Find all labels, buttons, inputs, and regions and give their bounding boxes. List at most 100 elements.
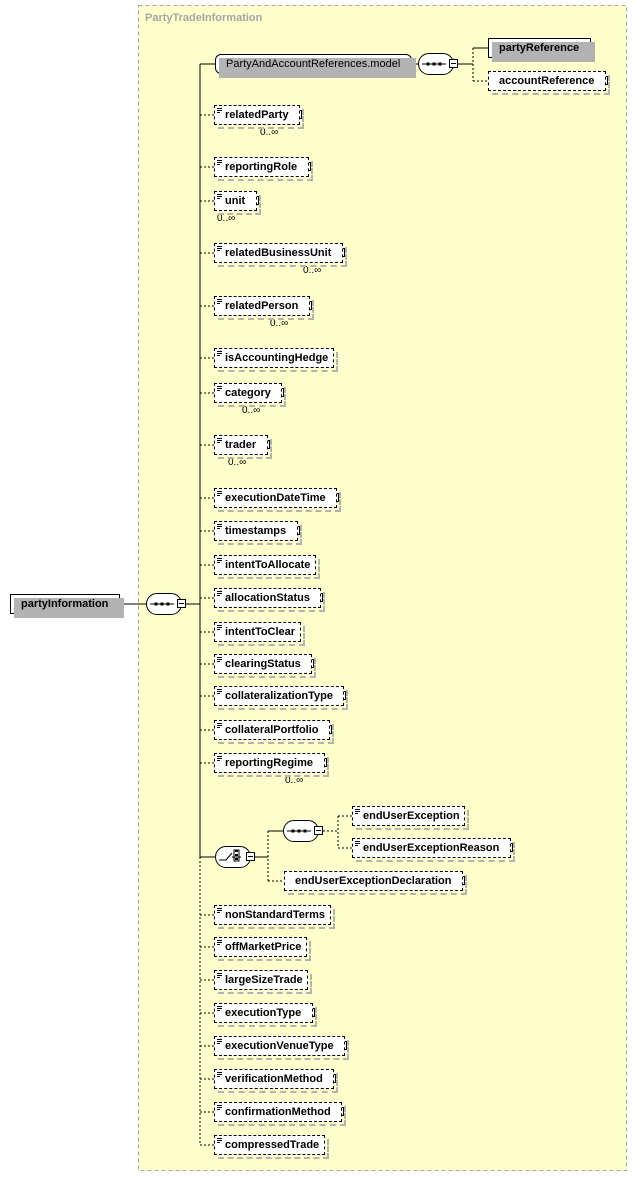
content-model-icon [355, 841, 360, 846]
node-shadow [218, 941, 311, 961]
content-model-icon [217, 558, 222, 563]
node-label: relatedParty [225, 109, 289, 121]
node-shadow [218, 626, 305, 646]
content-model-icon [217, 908, 222, 913]
node-shadow [218, 1040, 349, 1060]
element-allocation-status[interactable]: allocationStatus [214, 588, 325, 612]
node-shadow [218, 757, 329, 777]
collapse-icon[interactable] [314, 826, 323, 835]
element-reporting-regime[interactable]: reportingRegime [214, 753, 329, 777]
node-label: largeSizeTrade [225, 974, 303, 986]
element-related-person[interactable]: relatedPerson [214, 296, 314, 320]
node-shadow [218, 1139, 329, 1159]
node-label: confirmationMethod [225, 1106, 331, 1118]
node-shadow [218, 592, 325, 612]
node-shadow [356, 810, 469, 830]
element-execution-type[interactable]: executionType [214, 1003, 317, 1027]
node-shadow [218, 300, 314, 320]
node-label: partyInformation [21, 598, 109, 610]
node-label: relatedPerson [225, 300, 299, 312]
node-label: PartyAndAccountReferences.model [226, 58, 401, 70]
element-execution-date-time[interactable]: executionDateTime [214, 488, 341, 512]
content-model-icon [217, 1039, 222, 1044]
node-label: isAccountingHedge [225, 352, 329, 364]
node-label: category [225, 387, 271, 399]
collapse-icon[interactable] [246, 852, 255, 861]
content-model-icon [355, 809, 360, 814]
group-ref-party-and-account-references[interactable]: PartyAndAccountReferences.model [215, 54, 416, 78]
element-intent-to-clear[interactable]: intentToClear [214, 622, 305, 646]
element-is-accounting-hedge[interactable]: isAccountingHedge [214, 348, 338, 372]
element-account-reference[interactable]: accountReference [488, 71, 610, 95]
node-shadow [218, 525, 302, 545]
element-end-user-exception-reason[interactable]: endUserExceptionReason [352, 838, 515, 862]
root-element-party-information[interactable]: partyInformation [10, 594, 124, 618]
choice-compositor[interactable] [215, 846, 251, 868]
element-end-user-exception-declaration[interactable]: endUserExceptionDeclaration [284, 871, 467, 895]
occurrence-label: 0..∞ [217, 213, 236, 224]
node-label: timestamps [225, 525, 287, 537]
element-off-market-price[interactable]: offMarketPrice [214, 937, 311, 961]
choice-icon [219, 849, 241, 862]
node-shadow [218, 352, 338, 372]
node-label: clearingStatus [225, 658, 301, 670]
node-shadow [218, 161, 313, 181]
element-end-user-exception[interactable]: endUserException [352, 806, 469, 830]
node-label: unit [225, 195, 246, 207]
collapse-icon[interactable] [449, 59, 458, 68]
element-category[interactable]: category [214, 383, 286, 407]
element-collateralization-type[interactable]: collateralizationType [214, 686, 348, 710]
node-shadow [288, 875, 467, 895]
occurrence-label: 0..∞ [260, 127, 279, 138]
element-intent-to-allocate[interactable]: intentToAllocate [214, 555, 320, 579]
node-label: allocationStatus [225, 592, 310, 604]
content-model-icon [217, 940, 222, 945]
content-model-icon [217, 108, 222, 113]
node-shadow [492, 75, 610, 95]
element-related-business-unit[interactable]: relatedBusinessUnit [214, 243, 347, 267]
content-model-icon [217, 491, 222, 496]
occurrence-label: 0..∞ [270, 318, 289, 329]
connector-lines [122, 47, 488, 1146]
content-model-icon [217, 438, 222, 443]
node-label: executionVenueType [225, 1040, 334, 1052]
node-label: collateralPortfolio [225, 724, 319, 736]
content-model-icon [217, 1105, 222, 1110]
element-party-reference[interactable]: partyReference [488, 38, 595, 62]
node-label: intentToAllocate [225, 559, 311, 571]
element-compressed-trade[interactable]: compressedTrade [214, 1135, 329, 1159]
node-label: executionDateTime [225, 492, 326, 504]
content-model-icon [217, 625, 222, 630]
node-label: intentToClear [225, 626, 296, 638]
element-trader[interactable]: trader [214, 435, 272, 459]
content-model-icon [217, 591, 222, 596]
node-label: relatedBusinessUnit [225, 247, 332, 259]
element-verification-method[interactable]: verificationMethod [214, 1069, 338, 1093]
node-label: collateralizationType [225, 690, 333, 702]
element-collateral-portfolio[interactable]: collateralPortfolio [214, 720, 334, 744]
element-execution-venue-type[interactable]: executionVenueType [214, 1036, 349, 1060]
node-label: compressedTrade [225, 1139, 320, 1151]
element-related-party[interactable]: relatedParty [214, 105, 304, 129]
node-shadow [218, 658, 316, 678]
content-model-icon [217, 246, 222, 251]
node-label: endUserExceptionDeclaration [295, 875, 452, 887]
content-model-icon [217, 1072, 222, 1077]
content-model-icon [217, 723, 222, 728]
node-shadow [218, 559, 320, 579]
node-shadow [218, 195, 261, 215]
element-large-size-trade[interactable]: largeSizeTrade [214, 970, 312, 994]
element-non-standard-terms[interactable]: nonStandardTerms [214, 905, 335, 929]
occurrence-label: 0..∞ [242, 405, 261, 416]
content-model-icon [217, 386, 222, 391]
node-label: trader [225, 439, 257, 451]
element-clearing-status[interactable]: clearingStatus [214, 654, 316, 678]
complex-type-label: PartyTradeInformation [145, 12, 263, 24]
node-label: reportingRole [225, 161, 298, 173]
choice-sequence-compositor[interactable] [283, 820, 319, 842]
element-reporting-role[interactable]: reportingRole [214, 157, 313, 181]
collapse-icon[interactable] [177, 599, 186, 608]
element-timestamps[interactable]: timestamps [214, 521, 302, 545]
element-unit[interactable]: unit [214, 191, 261, 215]
element-confirmation-method[interactable]: confirmationMethod [214, 1102, 346, 1126]
